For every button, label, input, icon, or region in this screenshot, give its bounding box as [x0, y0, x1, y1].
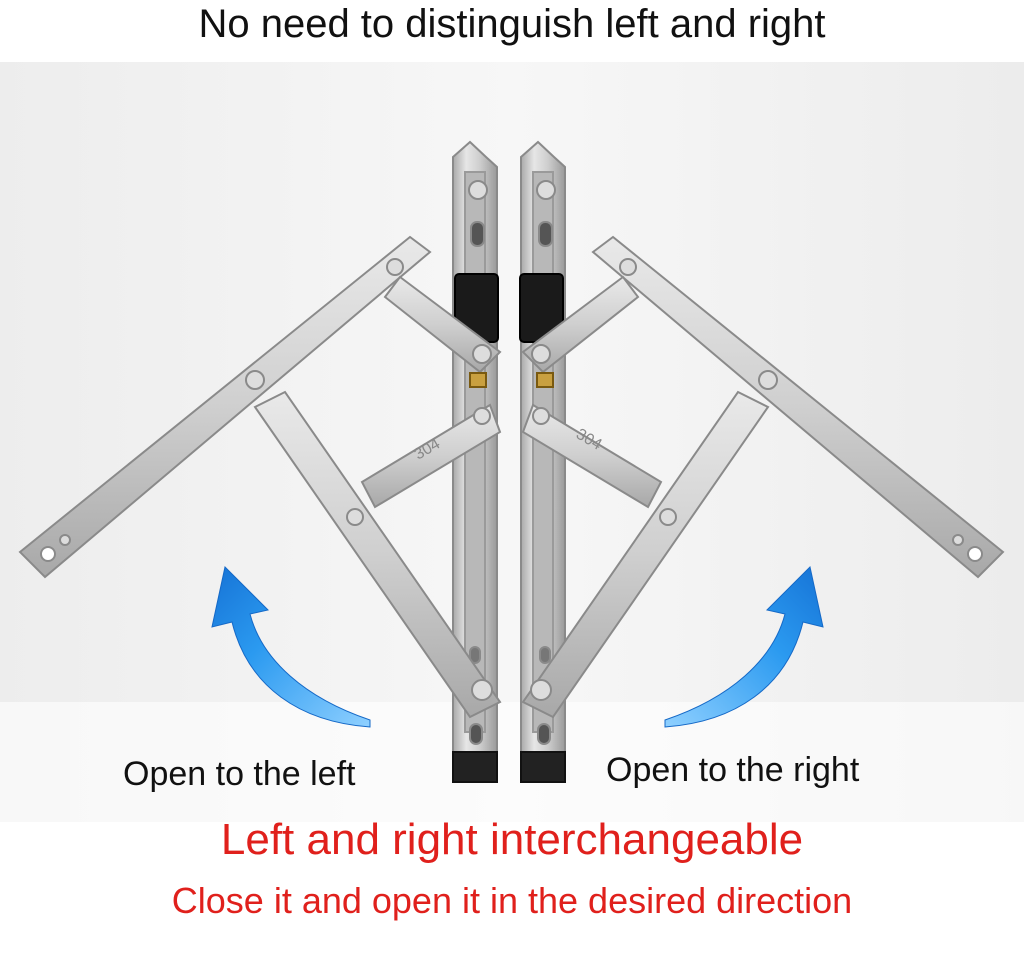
- left-hinge: 304: [18, 140, 502, 783]
- right-hinge: 304: [519, 140, 1005, 783]
- tagline-direction: Close it and open it in the desired dire…: [171, 880, 853, 921]
- curved-arrow-up-left-icon: [211, 565, 371, 728]
- tagline-interchangeable: Left and right interchangeable: [220, 815, 804, 864]
- caption-open-right: Open to the right: [606, 751, 860, 789]
- hinge-product-photo: 304: [0, 62, 1024, 822]
- curved-arrow-up-right-icon: [664, 565, 824, 728]
- page-heading: No need to distinguish left and right: [198, 2, 826, 46]
- caption-open-left: Open to the left: [123, 755, 356, 793]
